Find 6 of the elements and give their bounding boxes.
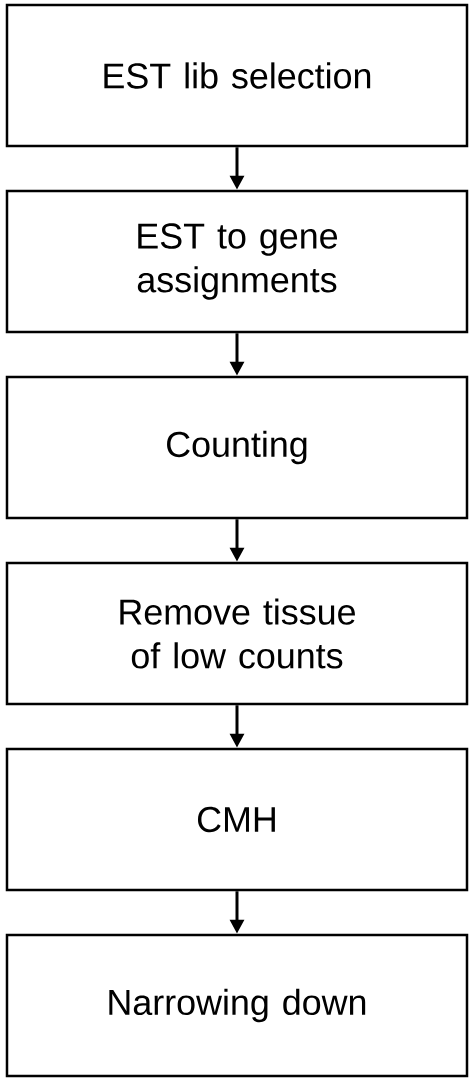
process-box: Remove tissue of low counts: [5, 561, 469, 706]
process-box: EST to gene assignments: [5, 189, 469, 334]
process-box: Counting: [5, 375, 469, 520]
process-box: EST lib selection: [5, 3, 469, 148]
process-box: CMH: [5, 747, 469, 892]
process-box: Narrowing down: [5, 933, 469, 1078]
